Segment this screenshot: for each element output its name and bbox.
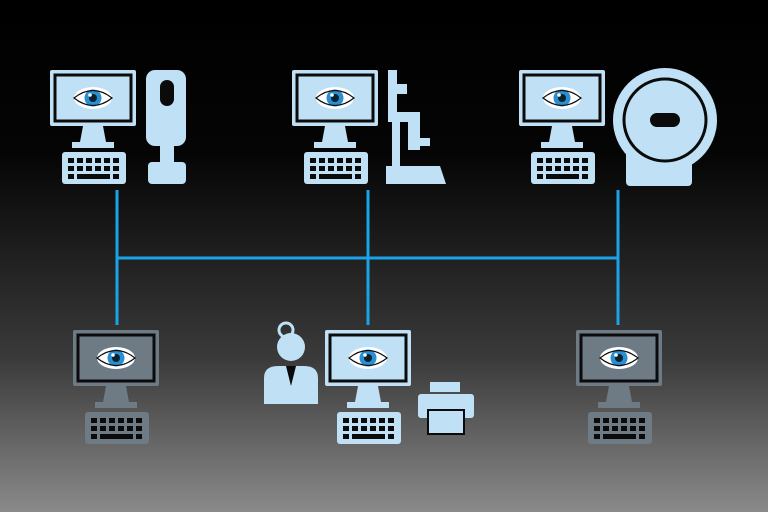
- oct-scanner-icon: [613, 68, 717, 186]
- monitor-eye-icon: [574, 328, 664, 446]
- remote-workstation-left: [71, 328, 161, 446]
- monitor-eye-icon: [517, 68, 607, 186]
- workstation-with-fundus-camera: [48, 68, 186, 186]
- monitor-eye-icon: [48, 68, 138, 186]
- printer-icon: [418, 382, 474, 435]
- fundus-camera-icon: [146, 70, 186, 184]
- monitor-eye-icon: [323, 328, 413, 446]
- network-links: [115, 190, 620, 325]
- doctor-icon: [264, 321, 318, 404]
- doctor-workstation: [264, 321, 474, 446]
- workstation-with-slit-lamp: [290, 68, 446, 186]
- workstation-with-oct-scanner: [517, 68, 717, 186]
- monitor-eye-icon: [290, 68, 380, 186]
- slit-lamp-icon: [386, 70, 446, 184]
- monitor-eye-icon: [71, 328, 161, 446]
- remote-workstation-right: [574, 328, 664, 446]
